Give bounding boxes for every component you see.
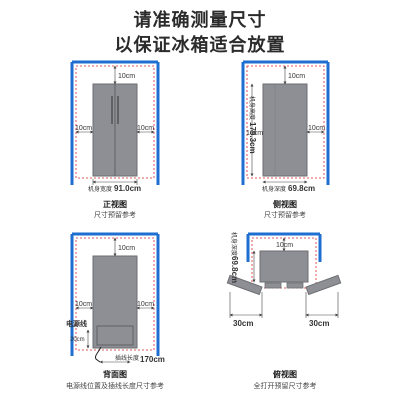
front-caption: 正视图 <box>103 200 127 209</box>
front-view-diagram: 10cm 10cm 10cm 机身宽度 91.0cm <box>70 60 160 193</box>
top-depth-value: 69.8cm <box>230 256 239 283</box>
back-cord-length-label: 插线长度 <box>115 354 139 362</box>
side-depth-value: 69.8cm <box>288 184 315 193</box>
back-caption: 背面图 <box>103 370 127 379</box>
back-cord-length-value: 170cm <box>140 355 165 364</box>
side-right-gap-label: 10cm <box>308 125 325 132</box>
back-view-diagram: 10cm 10cm 10cm 电源线 20cm 插线长度 170cm <box>66 232 165 364</box>
side-view-diagram: 10cm 10cm 10cm 机身高度 179.3cm 机身深度 69.8cm <box>241 60 330 193</box>
back-right-gap-label: 10cm <box>137 301 154 308</box>
top-left-drawer <box>264 282 282 289</box>
side-clearance-frame <box>246 65 325 179</box>
top-view-caption: 俯视图 <box>273 370 297 379</box>
side-subcaption: 尺寸预留参考 <box>264 212 306 219</box>
front-right-handle <box>117 96 119 124</box>
front-clearance-frame <box>75 65 155 179</box>
top-right-swing-label: 30cm <box>309 319 329 328</box>
back-cord-title: 电源线 <box>66 319 87 328</box>
top-view-subcaption: 全打开预留尺寸参考 <box>253 383 317 390</box>
top-depth-label: 机身深度 <box>230 232 238 256</box>
top-back-gap-label: 10cm <box>276 242 293 249</box>
back-left-gap-label: 10cm <box>75 301 92 308</box>
front-width-value: 91.0cm <box>114 184 141 193</box>
back-top-gap-label: 10cm <box>118 245 135 252</box>
side-caption: 侧视图 <box>273 200 297 209</box>
top-right-door-open <box>305 274 342 296</box>
side-height-value: 179.3cm <box>248 122 257 154</box>
side-fridge-body <box>262 83 308 177</box>
front-top-gap-label: 10cm <box>118 73 135 80</box>
top-right-drawer <box>286 282 304 289</box>
front-width-label: 机身宽度 <box>88 185 112 193</box>
back-clearance-frame <box>75 237 155 351</box>
back-subcaption: 电源线位置及插线长度尺寸参考 <box>66 383 164 390</box>
front-right-gap-label: 10cm <box>137 125 154 132</box>
side-top-gap-label: 10cm <box>288 73 305 80</box>
side-left-gap-label: 10cm <box>246 130 263 137</box>
back-cord-gap-label: 20cm <box>70 337 85 343</box>
back-compressor-panel <box>96 325 134 346</box>
top-fridge-body <box>259 250 309 283</box>
side-height-label: 机身高度 <box>248 96 256 120</box>
back-fridge-body <box>92 255 138 349</box>
title-line-2: 以保证冰箱适合放置 <box>114 35 286 55</box>
top-view-diagram: 10cm 机身深度 69.8cm 30cm 30cm <box>226 232 342 328</box>
top-left-swing-label: 30cm <box>233 319 253 328</box>
back-power-cord <box>95 346 102 363</box>
front-left-handle <box>111 96 113 124</box>
title-line-1: 请准确测量尺寸 <box>133 10 267 30</box>
side-depth-label: 机身深度 <box>262 185 286 193</box>
top-left-door-open <box>226 274 263 296</box>
front-subcaption: 尺寸预留参考 <box>94 212 136 219</box>
front-left-gap-label: 10cm <box>75 125 92 132</box>
